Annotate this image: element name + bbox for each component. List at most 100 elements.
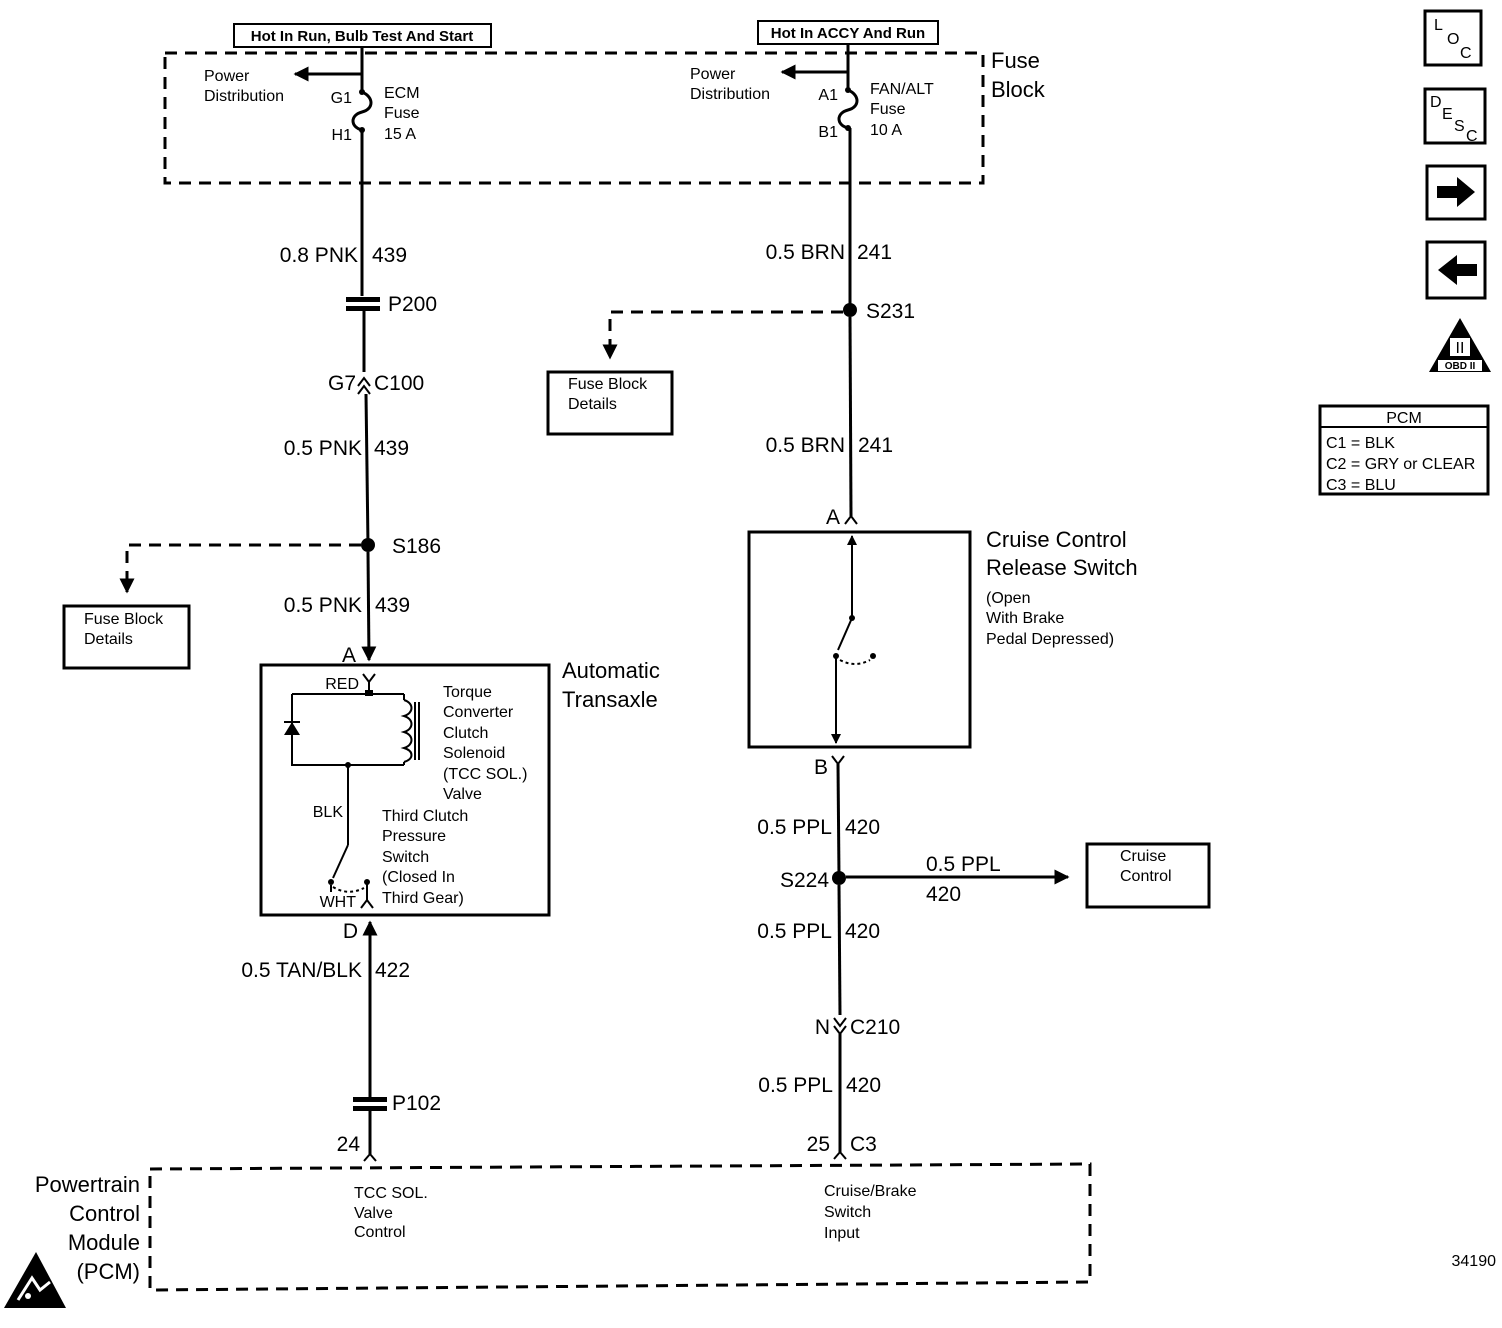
svg-text:Module: Module xyxy=(68,1230,140,1255)
svg-text:0.5 BRN: 0.5 BRN xyxy=(766,241,845,264)
svg-text:241: 241 xyxy=(857,241,892,264)
svg-text:0.5 PPL: 0.5 PPL xyxy=(926,853,1001,876)
previous-arrow-icon[interactable] xyxy=(1425,240,1487,300)
fan-alt-fuse: A1 B1 FAN/ALT Fuse 10 A xyxy=(818,75,934,141)
third-clutch-switch-label: Third Clutch Pressure Switch (Closed In … xyxy=(382,808,468,907)
svg-text:C3 = BLU: C3 = BLU xyxy=(1326,477,1396,494)
svg-text:Control: Control xyxy=(1120,868,1172,885)
pcm-legend: PCM C1 = BLK C2 = GRY or CLEAR C3 = BLU xyxy=(1318,404,1490,496)
svg-text:420: 420 xyxy=(846,1074,881,1097)
svg-text:0.5 PNK: 0.5 PNK xyxy=(284,594,362,617)
c210-connector: N C210 xyxy=(815,1016,900,1039)
tcc-solenoid-label: Torque Converter Clutch Solenoid (TCC SO… xyxy=(443,684,527,803)
pcm-label: Powertrain Control Module (PCM) xyxy=(35,1172,140,1284)
svg-text:E: E xyxy=(1442,106,1453,123)
svg-text:With Brake: With Brake xyxy=(986,610,1064,627)
left-supply-title: Hot In Run, Bulb Test And Start xyxy=(233,23,492,48)
svg-text:C2 = GRY or CLEAR: C2 = GRY or CLEAR xyxy=(1326,456,1475,473)
s231-splice xyxy=(843,303,857,317)
svg-text:Powertrain: Powertrain xyxy=(35,1172,140,1197)
desc-icon[interactable]: D E S C xyxy=(1423,87,1487,145)
svg-text:Details: Details xyxy=(84,631,133,648)
svg-text:P102: P102 xyxy=(392,1092,441,1115)
svg-text:BLK: BLK xyxy=(313,804,344,821)
c100-connector: G7 C100 xyxy=(328,372,424,395)
fuse-block-label-2: Block xyxy=(991,77,1046,102)
svg-text:Cruise Control: Cruise Control xyxy=(986,527,1127,552)
svg-text:A: A xyxy=(342,644,356,667)
svg-text:Input: Input xyxy=(824,1225,860,1242)
svg-text:D: D xyxy=(343,920,358,943)
svg-text:24: 24 xyxy=(337,1133,361,1156)
svg-text:Pressure: Pressure xyxy=(382,828,446,845)
svg-text:FAN/ALT: FAN/ALT xyxy=(870,81,934,98)
svg-text:Distribution: Distribution xyxy=(204,88,284,105)
obd-ii-icon[interactable]: II OBD II xyxy=(1429,318,1491,372)
svg-text:Pedal Depressed): Pedal Depressed) xyxy=(986,631,1114,648)
svg-text:420: 420 xyxy=(845,920,880,943)
svg-text:Converter: Converter xyxy=(443,704,514,721)
s186-branch xyxy=(119,543,361,594)
svg-text:B: B xyxy=(814,756,828,779)
svg-text:Switch: Switch xyxy=(824,1204,871,1221)
svg-text:TCC SOL.: TCC SOL. xyxy=(354,1185,428,1202)
svg-text:Third Gear): Third Gear) xyxy=(382,890,464,907)
svg-text:Switch: Switch xyxy=(382,849,429,866)
left-power-dist-label: Power xyxy=(204,68,250,85)
svg-text:Control: Control xyxy=(69,1201,140,1226)
svg-text:C1 = BLK: C1 = BLK xyxy=(1326,435,1395,452)
svg-text:Cruise/Brake: Cruise/Brake xyxy=(824,1183,917,1200)
svg-text:C: C xyxy=(1460,45,1472,62)
svg-text:0.5 PPL: 0.5 PPL xyxy=(757,920,832,943)
tcc-solenoid xyxy=(284,690,420,766)
svg-text:A1: A1 xyxy=(818,87,838,104)
svg-text:(TCC SOL.): (TCC SOL.) xyxy=(443,766,527,783)
svg-text:439: 439 xyxy=(372,244,407,267)
svg-text:A: A xyxy=(826,506,840,529)
svg-text:(PCM): (PCM) xyxy=(76,1259,140,1284)
svg-text:OBD II: OBD II xyxy=(1445,361,1476,372)
svg-text:Hot In ACCY And Run: Hot In ACCY And Run xyxy=(771,25,925,42)
svg-text:C: C xyxy=(1466,128,1478,145)
loc-icon[interactable]: L O C xyxy=(1423,9,1483,67)
svg-text:Fuse Block: Fuse Block xyxy=(84,611,164,628)
third-clutch-pressure-switch xyxy=(328,844,374,909)
svg-text:C100: C100 xyxy=(374,372,424,395)
svg-text:Transaxle: Transaxle xyxy=(562,687,658,712)
svg-text:S186: S186 xyxy=(392,535,441,558)
next-arrow-icon[interactable] xyxy=(1425,164,1487,221)
svg-text:B1: B1 xyxy=(818,124,838,141)
right-power-dist-label: Power xyxy=(690,66,736,83)
svg-text:241: 241 xyxy=(858,434,893,457)
svg-text:(Open: (Open xyxy=(986,590,1030,607)
svg-text:Release Switch: Release Switch xyxy=(986,555,1138,580)
svg-text:G1: G1 xyxy=(331,90,352,107)
wire-420-a xyxy=(836,763,841,878)
right-supply-title: Hot In ACCY And Run xyxy=(757,20,939,45)
automatic-transaxle-label: Automatic xyxy=(562,658,660,683)
fuse-block-label: Fuse xyxy=(991,48,1040,73)
svg-text:Cruise: Cruise xyxy=(1120,848,1166,865)
pcm-outline xyxy=(148,1162,1092,1292)
p200-connector: P200 xyxy=(346,293,437,316)
svg-text:Valve: Valve xyxy=(443,786,482,803)
s224-splice xyxy=(832,871,846,885)
svg-text:PCM: PCM xyxy=(1386,410,1422,427)
p102-connector: P102 xyxy=(353,1092,441,1115)
svg-text:420: 420 xyxy=(926,883,961,906)
cruise-release-switch-label: Cruise Control Release Switch (Open With… xyxy=(986,527,1138,648)
fuse-block-details-left: Fuse Block Details xyxy=(62,604,191,670)
svg-text:S231: S231 xyxy=(866,300,915,323)
svg-text:Fuse: Fuse xyxy=(870,101,906,118)
svg-text:25: 25 xyxy=(807,1133,830,1156)
svg-text:0.8 PNK: 0.8 PNK xyxy=(280,244,358,267)
svg-text:10 A: 10 A xyxy=(870,122,902,139)
svg-text:Control: Control xyxy=(354,1224,406,1241)
svg-text:0.5 TAN/BLK: 0.5 TAN/BLK xyxy=(241,959,362,982)
svg-text:C3: C3 xyxy=(850,1133,877,1156)
svg-text:420: 420 xyxy=(845,816,880,839)
svg-text:15 A: 15 A xyxy=(384,126,416,143)
cruise-brake-input-label: Cruise/Brake Switch Input xyxy=(824,1183,917,1242)
automatic-transaxle-box xyxy=(259,663,551,917)
